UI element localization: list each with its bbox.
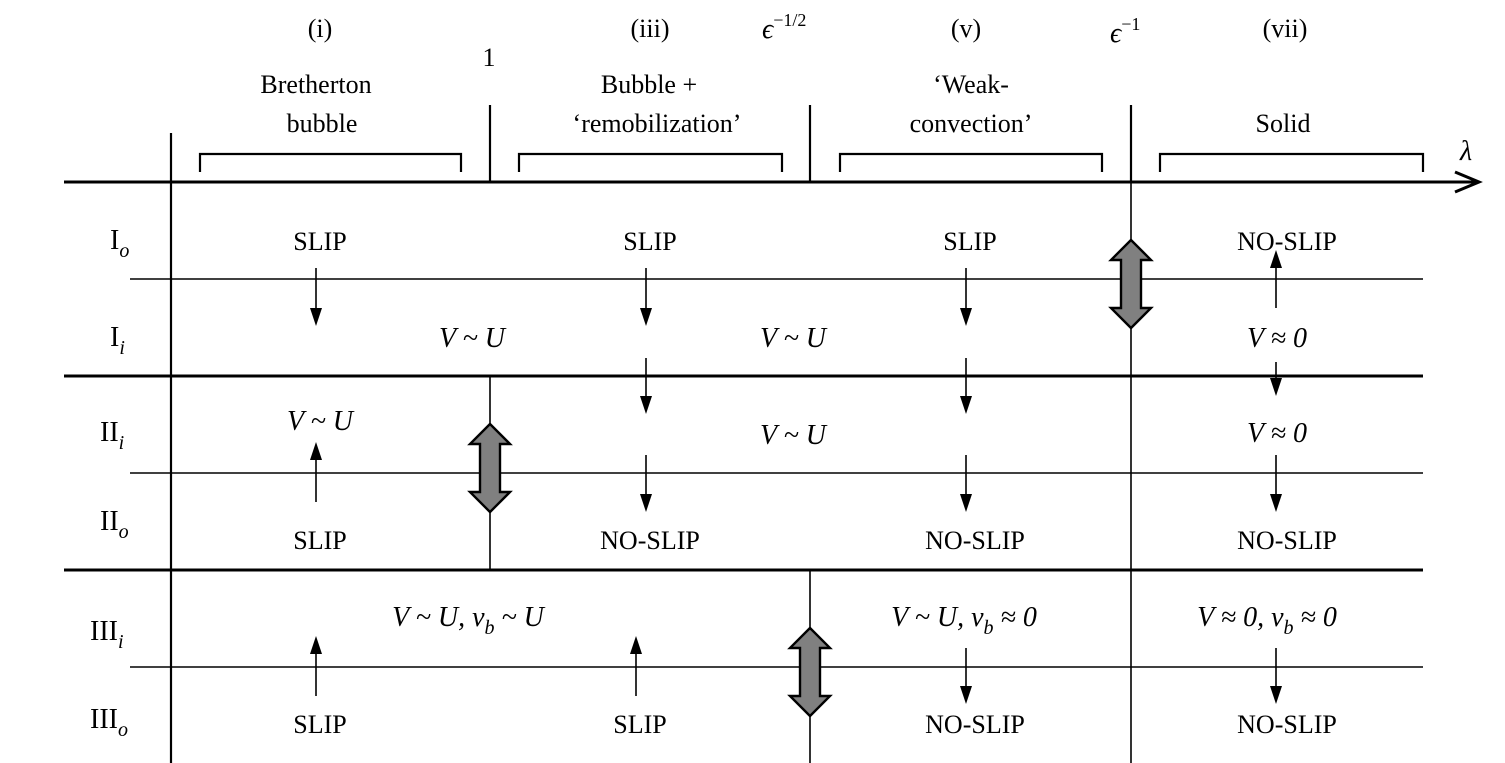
row-label-iiii: IIIi (90, 616, 124, 653)
arrow-up-iiio-iiii-bretherton (310, 636, 322, 696)
row-label-iii-base: II (100, 417, 119, 448)
threshold-eps-half-exponent: −1/2 (773, 10, 806, 30)
row-label-ii-base: I (110, 322, 119, 353)
cell-io-solid: NO-SLIP (1237, 227, 1337, 256)
arrow-down-io-ii-bretherton (310, 268, 322, 326)
cell-iiio-remobilization: SLIP (613, 710, 666, 739)
threshold-eps-half: ϵ−1/2 (762, 10, 806, 45)
arrow-up-ii-io-solid (1270, 250, 1282, 308)
threshold-eps-one: ϵ−1 (1110, 14, 1140, 49)
row-label-ii-sub: i (119, 337, 125, 359)
row-label-ii: Ii (110, 322, 125, 359)
regime-name-v-line1: ‘Weak- (933, 70, 1009, 99)
regime-name-iii-line1: Bubble + (601, 70, 697, 99)
cell-iio-bretherton: SLIP (293, 526, 346, 555)
row-label-iii-sub: i (119, 432, 125, 454)
relation-iiii-bubble-a: V ~ U, (392, 602, 472, 633)
threshold-eps-half-base: ϵ (762, 14, 775, 45)
double-arrow-transition-one (467, 422, 513, 514)
arrow-down-iii-iio-remobilization (640, 455, 652, 512)
relation-ii-weak: V ~ U (760, 323, 828, 354)
regime-name-v-line2: convection’ (910, 109, 1033, 138)
arrow-down-iiii-iiio-weak (960, 648, 972, 704)
row-label-iiio: IIIo (90, 704, 128, 741)
cell-iio-solid: NO-SLIP (1237, 526, 1337, 555)
relation-iiii-weak-sub: b (984, 617, 994, 639)
relation-iiii-weak: V ~ U, vb ≈ 0 (891, 602, 1037, 639)
arrow-down-iii-iio-weak (960, 455, 972, 512)
relation-iiii-bubble-v: v (472, 602, 485, 633)
cell-iio-remobilization: NO-SLIP (600, 526, 700, 555)
row-label-iiii-base: III (90, 616, 118, 647)
relation-iiii-solid-a: V ≈ 0, (1197, 602, 1271, 633)
regime-numeral-v: (v) (951, 14, 981, 43)
row-label-io-base: I (110, 225, 119, 256)
relation-iiii-bubble-sub: b (485, 617, 495, 639)
relation-iii-middle: V ~ U (760, 420, 828, 451)
relation-iiii-bubble: V ~ U, vb ~ U (392, 602, 546, 639)
relation-iii-solid: V ≈ 0 (1247, 418, 1307, 449)
arrow-down-iiii-iiio-solid (1270, 648, 1282, 704)
cell-iio-weak-convection: NO-SLIP (925, 526, 1025, 555)
arrow-down-io-ii-remobilization (640, 268, 652, 326)
relation-iiii-weak-a: V ~ U, (891, 602, 971, 633)
threshold-one: 1 (483, 43, 496, 72)
relation-iiii-solid-sub: b (1284, 617, 1294, 639)
regime-bracket-v (838, 152, 1104, 172)
arrow-down-ii-iii-remobilization (640, 358, 652, 414)
relation-iiii-solid: V ≈ 0, vb ≈ 0 (1197, 602, 1337, 639)
relation-ii-solid: V ≈ 0 (1247, 323, 1307, 354)
arrow-down-io-ii-weak (960, 268, 972, 326)
regime-name-i-line1: Bretherton (260, 70, 371, 99)
regime-name-vii: Solid (1256, 109, 1311, 138)
relation-iiii-weak-b: ≈ 0 (994, 602, 1037, 633)
lambda-axis-arrowhead (1454, 170, 1483, 194)
relation-iiii-solid-b: ≈ 0 (1294, 602, 1337, 633)
arrow-up-iio-iii-bretherton (310, 442, 322, 502)
double-arrow-transition-eps-one (1108, 238, 1154, 330)
cell-io-weak-convection: SLIP (943, 227, 996, 256)
regime-numeral-i: (i) (308, 14, 333, 43)
relation-ii-bretherton: V ~ U (439, 323, 507, 354)
arrow-up-iiio-iiii-remobilization (630, 636, 642, 696)
double-arrow-transition-eps-half (787, 626, 833, 718)
regime-bracket-i (198, 152, 463, 172)
row-label-iiio-sub: o (118, 719, 128, 741)
row-label-iio-base: II (100, 506, 119, 537)
cell-io-remobilization: SLIP (623, 227, 676, 256)
row-label-io: Io (110, 225, 129, 262)
cell-iiio-weak-convection: NO-SLIP (925, 710, 1025, 739)
arrow-down-ii-iii-weak (960, 358, 972, 414)
regime-name-iii-line2: ‘remobilization’ (573, 109, 742, 138)
threshold-eps-one-base: ϵ (1110, 18, 1123, 49)
regime-name-i-line2: bubble (287, 109, 358, 138)
arrow-down-ii-iii-solid (1270, 362, 1282, 396)
arrow-down-iii-iio-solid (1270, 455, 1282, 512)
regime-bracket-iii (517, 152, 784, 172)
cell-iiio-bretherton: SLIP (293, 710, 346, 739)
row-label-io-sub: o (119, 240, 129, 262)
regime-numeral-vii: (vii) (1263, 14, 1308, 43)
relation-iiii-solid-v: v (1271, 602, 1284, 633)
row-label-iiii-sub: i (118, 631, 124, 653)
cell-iiio-solid: NO-SLIP (1237, 710, 1337, 739)
row-label-iii: IIi (100, 417, 124, 454)
row-label-iiio-base: III (90, 704, 118, 735)
lambda-axis-label: λ (1459, 136, 1472, 167)
relation-iii-bretherton: V ~ U (287, 406, 355, 437)
cell-io-bretherton: SLIP (293, 227, 346, 256)
regime-numeral-iii: (iii) (631, 14, 670, 43)
relation-iiii-bubble-b: ~ U (495, 602, 546, 633)
relation-iiii-weak-v: v (971, 602, 984, 633)
threshold-eps-one-exponent: −1 (1121, 14, 1140, 34)
regime-bracket-vii (1158, 152, 1425, 172)
row-label-iio: IIo (100, 506, 129, 543)
row-label-iio-sub: o (119, 521, 129, 543)
